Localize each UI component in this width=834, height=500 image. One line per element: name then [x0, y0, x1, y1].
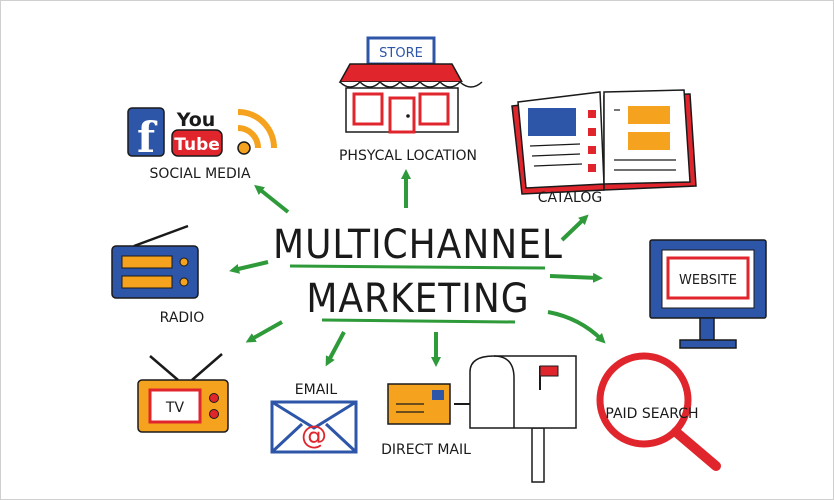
arrow-radio [229, 260, 269, 274]
monitor-icon [649, 239, 767, 349]
magnifier-icon [596, 352, 721, 471]
letter-icon [387, 383, 484, 425]
radio-icon [111, 224, 199, 299]
rss-icon [237, 109, 277, 155]
title-underline-2 [321, 318, 516, 324]
website-node: WEBSITE [649, 239, 767, 349]
youtube-logo-bottom: Tube [174, 135, 220, 155]
radio-node: RADIO [111, 224, 205, 326]
arrow-email [325, 331, 346, 367]
facebook-logo-letter: f [137, 113, 158, 162]
direct-mail-node: DIRECT MAIL [381, 355, 577, 483]
store-sign [366, 36, 436, 66]
title-line-2: MARKETING [306, 276, 529, 322]
physical-location-node: STORE PHSYCAL LOCATION [338, 36, 483, 164]
youtube-icon [171, 129, 223, 157]
radio-label: RADIO [160, 310, 205, 326]
email-label: EMAIL [295, 382, 338, 398]
store-sign-text: STORE [379, 46, 423, 61]
website-label: WEBSITE [679, 273, 737, 288]
catalog-book-icon [511, 89, 697, 195]
email-node: EMAIL @ [270, 382, 358, 454]
paid-search-label: PAID SEARCH [605, 406, 698, 422]
store-icon: STORE [338, 36, 483, 134]
social-media-node: f You Tube SOCIAL MEDIA [127, 107, 277, 182]
catalog-node: CATALOG [511, 89, 697, 206]
title-line-1: MULTICHANNEL [273, 222, 563, 268]
direct-mail-label: DIRECT MAIL [381, 442, 471, 458]
tv-icon [137, 353, 229, 433]
at-symbol-icon: @ [301, 421, 327, 451]
arrow-social-media [254, 184, 290, 214]
arrow-website [549, 272, 603, 283]
arrows [229, 169, 606, 367]
center-title: MULTICHANNEL MARKETING [273, 222, 563, 324]
arrow-paid-search [547, 310, 606, 344]
social-media-label: SOCIAL MEDIA [149, 166, 250, 182]
arrow-tv [245, 320, 283, 343]
envelope-icon: @ [270, 400, 358, 454]
paid-search-node: PAID SEARCH [596, 352, 721, 471]
physical-location-label: PHSYCAL LOCATION [339, 148, 477, 164]
arrow-catalog [560, 214, 589, 242]
catalog-label: CATALOG [538, 190, 602, 206]
tv-node: TV [137, 353, 229, 433]
facebook-icon [127, 107, 165, 157]
youtube-logo-top: You [176, 109, 216, 131]
title-underline-1 [289, 264, 546, 270]
mailbox-icon [469, 355, 577, 483]
tv-label: TV [165, 400, 185, 416]
